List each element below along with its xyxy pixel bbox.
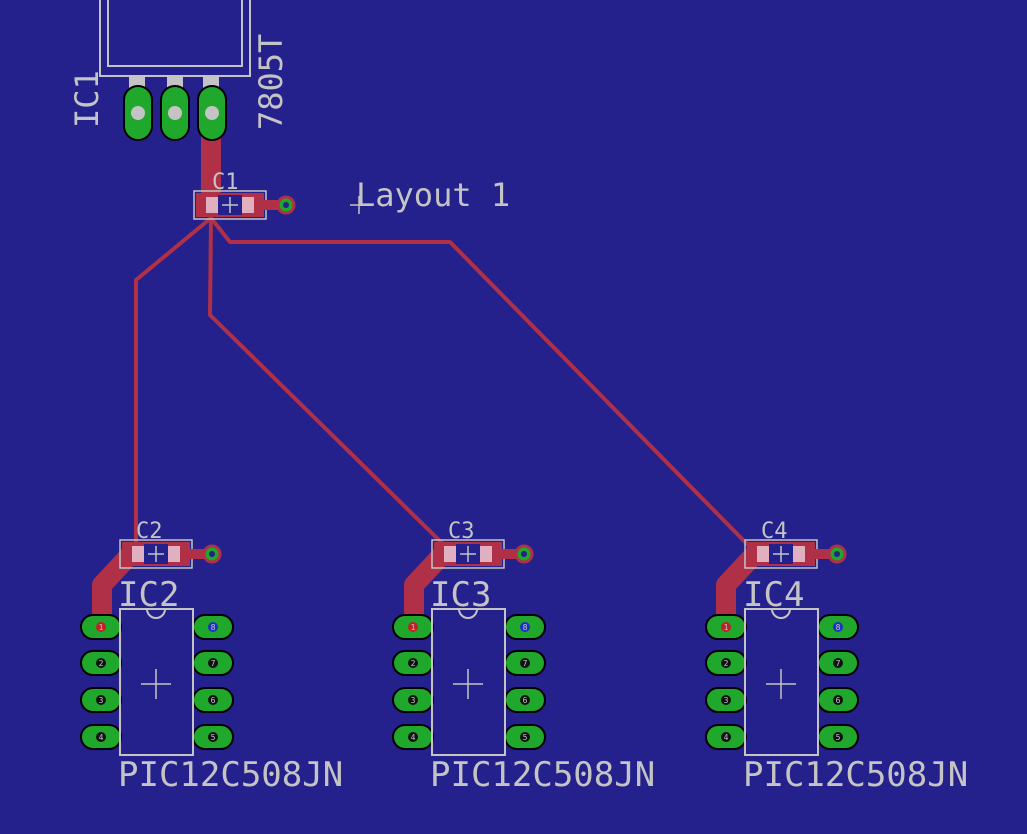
regulator-inner-outline xyxy=(107,0,243,67)
regulator-value: 7805T xyxy=(252,34,290,130)
capacitor-c1[interactable]: C1 xyxy=(193,170,296,220)
dip-drill xyxy=(721,732,731,742)
chip-value: PIC12C508JN xyxy=(430,755,655,795)
dip-notch xyxy=(771,608,791,619)
pin-number: 4 xyxy=(724,733,729,742)
pin-number: 1 xyxy=(724,623,729,632)
pin-number: 6 xyxy=(836,696,841,705)
pin-number: 5 xyxy=(836,733,841,742)
pin-number: 7 xyxy=(836,659,841,668)
chip-value: PIC12C508JN xyxy=(118,755,343,795)
dip-drill xyxy=(833,622,843,632)
dip-drill xyxy=(208,732,218,742)
trace-c1-to-c4[interactable] xyxy=(209,216,750,547)
pin-number: 3 xyxy=(724,696,729,705)
dip-drill xyxy=(408,695,418,705)
dip-body-outline xyxy=(119,608,194,756)
regulator-drill xyxy=(168,106,182,120)
dip-drill xyxy=(408,658,418,668)
capacitor-silk xyxy=(132,546,144,562)
regulator-outline xyxy=(99,0,251,77)
capacitor-c4[interactable]: C4 xyxy=(744,519,847,569)
pin-number: 1 xyxy=(99,623,104,632)
chip-name: IC2 xyxy=(118,575,179,615)
dip-notch xyxy=(146,608,166,619)
dip-drill xyxy=(721,622,731,632)
dip-drill xyxy=(520,695,530,705)
capacitor-silk xyxy=(168,546,180,562)
dip-notch xyxy=(458,608,478,619)
capacitor-c3[interactable]: C3 xyxy=(431,519,534,569)
capacitor-silk xyxy=(480,546,492,562)
dip-drill xyxy=(208,695,218,705)
dip-drill xyxy=(721,658,731,668)
pin-number: 2 xyxy=(99,659,104,668)
via-drill xyxy=(521,551,527,557)
capacitor-silk xyxy=(206,197,218,213)
dip-body-outline xyxy=(744,608,819,756)
dip-drill xyxy=(96,622,106,632)
regulator-ic1[interactable]: IC1 7805T xyxy=(68,0,290,141)
via-drill xyxy=(834,551,840,557)
dip-drill xyxy=(208,622,218,632)
pin-number: 2 xyxy=(724,659,729,668)
regulator-drill xyxy=(205,106,219,120)
pin-number: 6 xyxy=(523,696,528,705)
pin-number: 6 xyxy=(211,696,216,705)
dip-drill xyxy=(721,695,731,705)
capacitor-label: C2 xyxy=(136,519,163,544)
pin-number: 4 xyxy=(99,733,104,742)
dip-drill xyxy=(833,695,843,705)
capacitor-label: C3 xyxy=(448,519,475,544)
dip-drill xyxy=(520,732,530,742)
dip-drill xyxy=(96,695,106,705)
trace-c1-to-c3[interactable] xyxy=(208,216,446,547)
via-drill xyxy=(209,551,215,557)
pin-number: 3 xyxy=(411,696,416,705)
capacitor-silk xyxy=(757,546,769,562)
dip-drill xyxy=(208,658,218,668)
dip-drill xyxy=(833,732,843,742)
capacitor-c2[interactable]: C2 xyxy=(119,519,222,569)
pin-number: 4 xyxy=(411,733,416,742)
via-drill xyxy=(283,202,289,208)
dip-drill xyxy=(408,622,418,632)
dip-drill xyxy=(520,622,530,632)
regulator-drill xyxy=(131,106,145,120)
pin-number: 3 xyxy=(99,696,104,705)
layout-title-group: Layout 1 xyxy=(350,176,510,214)
regulator-name: IC1 xyxy=(68,70,106,128)
chip-name: IC3 xyxy=(430,575,491,615)
pin-number: 8 xyxy=(211,623,216,632)
dip-body-outline xyxy=(431,608,506,756)
pin-number: 1 xyxy=(411,623,416,632)
capacitor-label: C4 xyxy=(761,519,788,544)
dip-drill xyxy=(96,658,106,668)
dip-drill xyxy=(520,658,530,668)
capacitor-silk xyxy=(242,197,254,213)
pin-number: 8 xyxy=(836,623,841,632)
dip-drill xyxy=(833,658,843,668)
layout-title: Layout 1 xyxy=(356,176,510,214)
dip-drill xyxy=(408,732,418,742)
capacitor-label: C1 xyxy=(212,170,239,195)
trace-c1-to-c2[interactable] xyxy=(134,216,213,547)
pin-number: 2 xyxy=(411,659,416,668)
chip-value: PIC12C508JN xyxy=(743,755,968,795)
dip-drill xyxy=(96,732,106,742)
pin-number: 8 xyxy=(523,623,528,632)
capacitor-silk xyxy=(444,546,456,562)
pin-number: 7 xyxy=(211,659,216,668)
capacitor-silk xyxy=(793,546,805,562)
pin-number: 5 xyxy=(211,733,216,742)
chip-name: IC4 xyxy=(743,575,804,615)
pin-number: 7 xyxy=(523,659,528,668)
pin-number: 5 xyxy=(523,733,528,742)
